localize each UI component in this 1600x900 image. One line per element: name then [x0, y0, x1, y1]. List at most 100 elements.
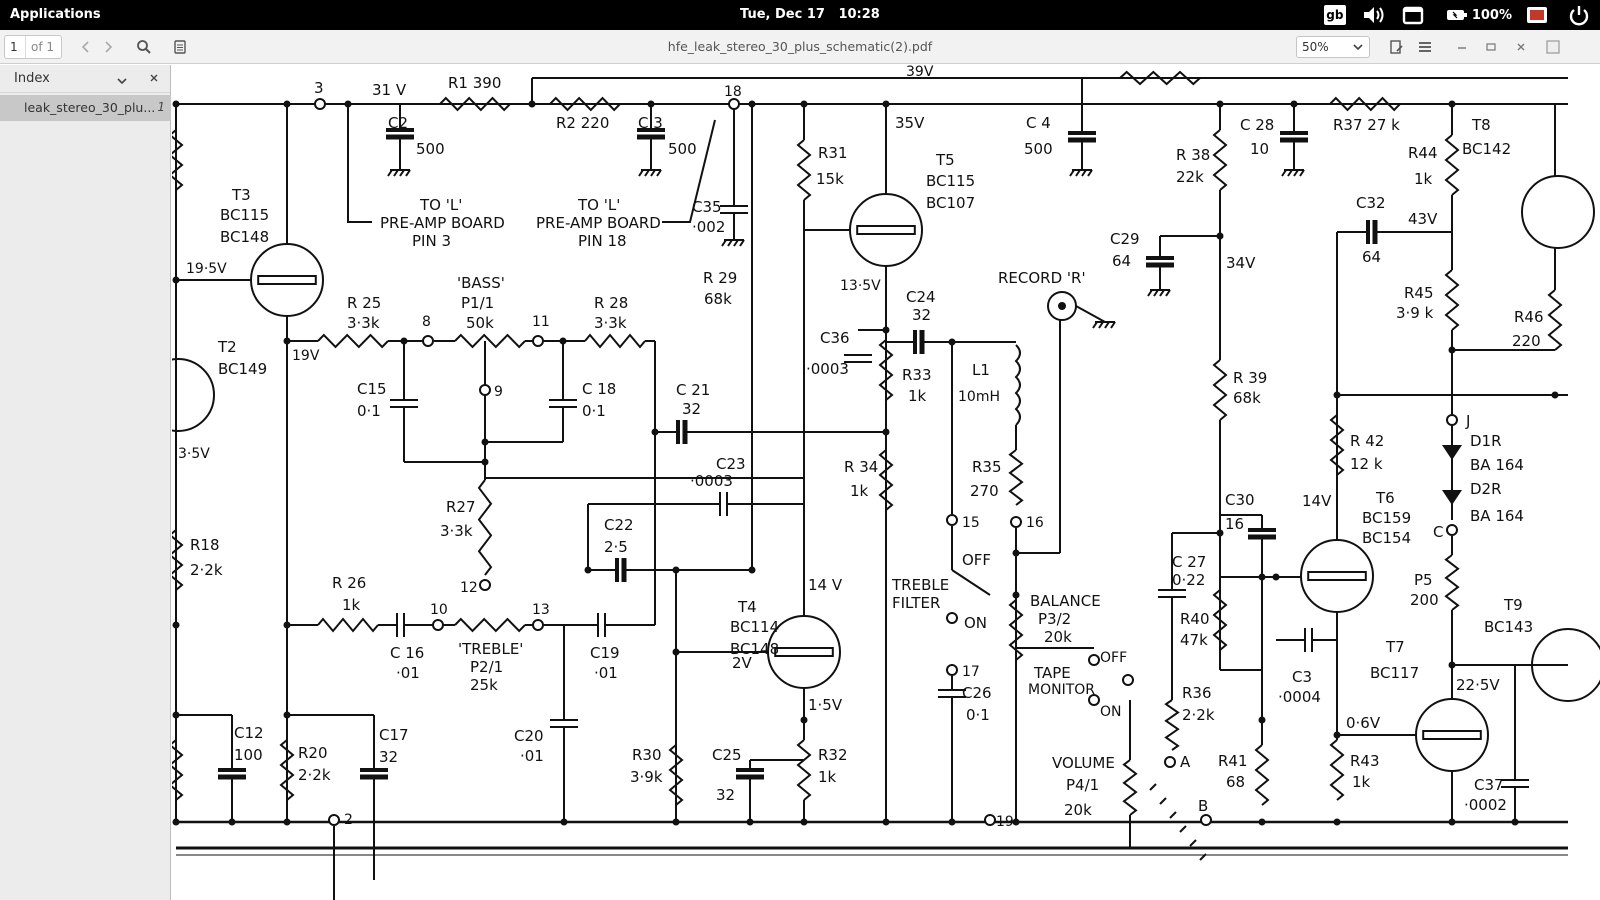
wire	[1189, 839, 1197, 847]
resistor	[317, 333, 389, 349]
schematic-label: R 26	[332, 574, 366, 592]
wire	[662, 119, 716, 223]
wire	[1081, 169, 1087, 177]
schematic-label: C30	[1225, 491, 1255, 509]
schematic-label: BC148	[220, 228, 269, 246]
wire	[1110, 321, 1116, 329]
schematic-label: PRE-AMP BOARD	[536, 214, 661, 232]
schematic-label: C 16	[390, 644, 424, 662]
index-item[interactable]: leak_stereo_30_plu... 1	[0, 95, 171, 121]
menu-button[interactable]	[1413, 35, 1437, 59]
terminal	[1200, 814, 1212, 826]
schematic-label: R33	[902, 366, 932, 384]
hamburger-menu-icon	[1419, 42, 1431, 52]
junction-dot	[528, 100, 536, 108]
close-window-button[interactable]	[1509, 35, 1533, 59]
schematic-label: PRE-AMP BOARD	[380, 214, 505, 232]
schematic-label: BC107	[926, 194, 975, 212]
schematic-label: 1·5V	[808, 696, 843, 714]
resistor	[1329, 739, 1345, 801]
schematic-label: 0·22	[1172, 571, 1205, 589]
resistor	[1329, 414, 1345, 476]
junction-dot	[172, 711, 180, 719]
schematic-label: R37 27 k	[1333, 116, 1400, 134]
schematic-label: 32	[682, 400, 701, 418]
chevron-left-icon	[81, 41, 89, 53]
wire	[1149, 783, 1157, 791]
annotate-button[interactable]	[1384, 35, 1408, 59]
schematic-label: VOLUME	[1052, 754, 1115, 772]
schematic-label: BC114	[730, 618, 779, 636]
schematic-label: 10mH	[958, 389, 1000, 405]
schematic-label: C36	[820, 329, 850, 347]
fullscreen-button[interactable]	[1541, 35, 1565, 59]
wire	[1075, 305, 1106, 323]
next-page-button[interactable]	[96, 35, 120, 59]
schematic-label: R30	[632, 746, 662, 764]
wire	[1287, 169, 1293, 177]
battery-icon[interactable]	[1446, 0, 1468, 30]
volume-icon[interactable]	[1362, 0, 1386, 30]
schematic-label: R 29	[703, 269, 737, 287]
schematic-label: 64	[1112, 252, 1131, 270]
schematic-label: 16	[1026, 515, 1044, 531]
applications-menu[interactable]: Applications	[10, 7, 101, 22]
junction-dot	[748, 566, 756, 574]
junction-dot	[882, 100, 890, 108]
resistor	[796, 739, 812, 801]
schematic-label: T4	[737, 598, 757, 616]
schematic-label: 12	[460, 580, 478, 596]
schematic-label: 3·3k	[440, 522, 473, 540]
junction-dot	[1272, 573, 1280, 581]
schematic-label: OFF	[1100, 650, 1127, 666]
zoom-select[interactable]: 50%	[1296, 36, 1370, 58]
junction-dot	[800, 818, 808, 826]
junction-dot	[1448, 346, 1456, 354]
wire	[1159, 797, 1167, 805]
schematic-label: ·01	[396, 664, 420, 682]
screen-recorder-icon[interactable]	[1526, 0, 1548, 30]
close-sidebar-button[interactable]	[148, 70, 160, 89]
annotations-button[interactable]	[168, 35, 192, 59]
search-button[interactable]	[132, 35, 156, 59]
schematic-label: 100	[234, 746, 263, 764]
schematic-label: RECORD 'R'	[998, 269, 1086, 287]
transistor-t2	[172, 358, 215, 432]
terminal	[314, 98, 326, 110]
schematic-label: 2·2k	[190, 561, 223, 579]
schematic-label: 3·3k	[347, 314, 380, 332]
sidebar-mode-dropdown[interactable]	[116, 72, 128, 91]
schematic-label: BA 164	[1470, 507, 1524, 525]
maximize-button[interactable]	[1479, 35, 1503, 59]
schematic-label: 2·5	[604, 538, 628, 556]
schematic-label: B	[1198, 797, 1208, 815]
wire	[638, 169, 644, 177]
minimize-button[interactable]	[1450, 35, 1474, 59]
schematic-label: 14 V	[808, 576, 843, 594]
clock[interactable]: Tue, Dec 17 10:28	[740, 7, 889, 22]
junction-dot	[647, 100, 655, 108]
keyboard-layout-indicator[interactable]: gb	[1323, 5, 1346, 25]
resistor	[668, 744, 684, 806]
schematic-label: 0·1	[582, 402, 606, 420]
schematic-label: 0·6V	[1346, 714, 1381, 732]
schematic-label: R32	[818, 746, 848, 764]
window-switcher-icon[interactable]	[1402, 0, 1424, 30]
previous-page-button[interactable]	[74, 35, 98, 59]
sidebar-header: Index	[0, 65, 170, 93]
resistor	[878, 449, 894, 511]
junction-dot	[948, 338, 956, 346]
schematic-label: R20	[298, 744, 328, 762]
power-icon[interactable]	[1568, 0, 1590, 30]
junction-dot	[1012, 591, 1020, 599]
resistor	[1547, 289, 1563, 351]
wire	[1098, 321, 1104, 329]
resistor	[1444, 134, 1460, 196]
schematic-label: T9	[1503, 596, 1523, 614]
schematic-label: R 28	[594, 294, 628, 312]
wire	[399, 169, 405, 177]
page-number-input[interactable]	[5, 40, 25, 54]
schematic-label: ·0002	[1464, 796, 1507, 814]
schematic-label: R 42	[1350, 432, 1384, 450]
